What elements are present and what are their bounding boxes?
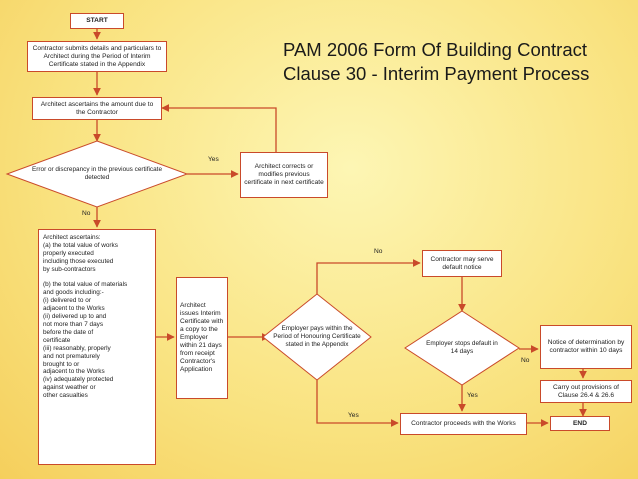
arrow-corrects-amount xyxy=(161,104,277,152)
issues-box: Architect issues Interim Certificate wit… xyxy=(176,277,228,399)
arrow-pays-mayserve xyxy=(316,259,421,294)
label-no-pays: No xyxy=(374,248,383,255)
end-node: END xyxy=(550,416,610,431)
error-diamond-shape xyxy=(5,140,189,208)
error-check-text: Error or discrepancy in the previous cer… xyxy=(32,166,162,181)
label-yes-error: Yes xyxy=(208,156,219,163)
employer-stops-text: Employer stops default in 14 days xyxy=(426,340,498,355)
label-no-error: No xyxy=(82,210,91,217)
label-no-stops: No xyxy=(521,357,530,364)
slide-title: PAM 2006 Form Of Building Contract Claus… xyxy=(283,39,590,84)
employer-pays-text: Employer pays within the Period of Honou… xyxy=(273,325,361,348)
submit-box: Contractor submits details and particula… xyxy=(27,41,167,72)
pays-diamond-shape xyxy=(262,293,372,381)
ascertain-amount-box: Architect ascertains the amount due to t… xyxy=(32,97,162,120)
corrects-box: Architect corrects or modifies previous … xyxy=(240,152,328,198)
start-node: START xyxy=(70,13,124,29)
arrow-pays-proceeds xyxy=(316,380,399,427)
carry-out-box: Carry out provisions of Clause 26.4 & 26… xyxy=(540,380,632,403)
label-yes-pays: Yes xyxy=(348,412,359,419)
notice-determination-box: Notice of determination by contractor wi… xyxy=(540,325,632,369)
ascertains-detail-box: Architect ascertains: (a) the total valu… xyxy=(38,229,156,465)
stops-diamond-shape xyxy=(404,310,520,386)
proceeds-box: Contractor proceeds with the Works xyxy=(400,413,527,435)
may-serve-box: Contractor may serve default notice xyxy=(422,250,502,277)
label-yes-stops: Yes xyxy=(467,392,478,399)
